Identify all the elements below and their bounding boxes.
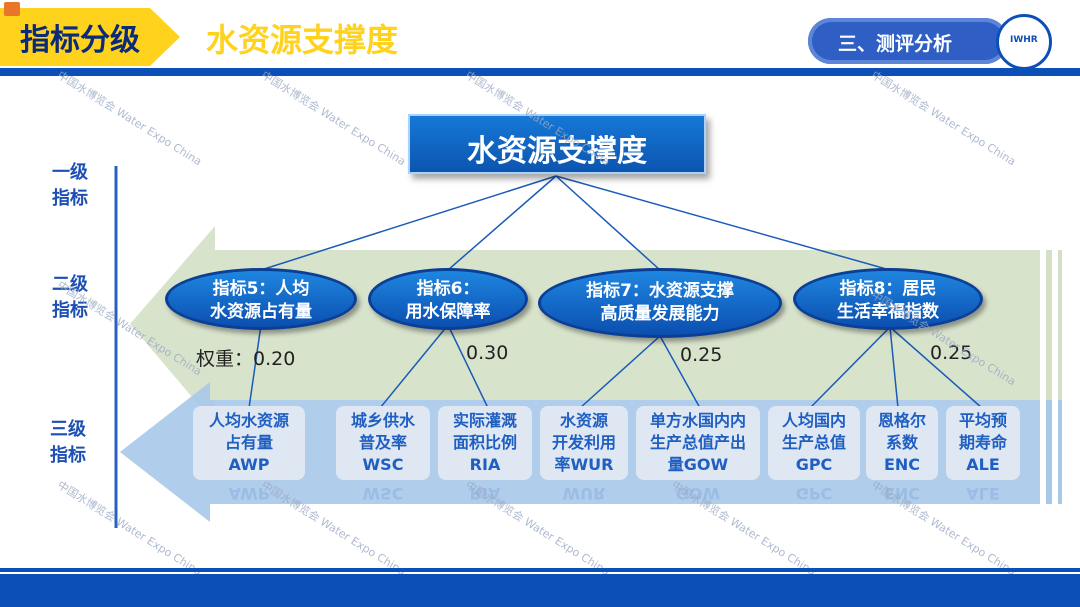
- level2-node-line: 指标5：人均: [212, 279, 310, 299]
- level3-node-line: 占有量: [224, 433, 273, 452]
- level2-band-stripe: [1046, 250, 1052, 400]
- level3-node-label: 人均国内 生产总值 GPC: [768, 410, 860, 476]
- level3-label-line: 指标: [50, 445, 86, 466]
- level2-node-line: 高质量发展能力: [600, 304, 720, 324]
- level2-node-awp: [165, 268, 357, 330]
- level3-node-line: 期寿命: [958, 433, 1007, 452]
- level3-node-awp: [193, 406, 305, 480]
- level1-label: 一级 指标: [40, 160, 100, 212]
- level3-node-line: AWP: [228, 455, 270, 474]
- level3-node-wur: [540, 406, 628, 480]
- level3-node-reflection: ALE: [966, 484, 1000, 503]
- level3-node-line: 人均国内: [781, 411, 846, 430]
- level3-node-gow: [636, 406, 760, 480]
- level2-node-line: 指标7：水资源支撑: [586, 281, 734, 301]
- level3-node-line: ENC: [883, 455, 921, 474]
- weight-label: 0.25: [930, 342, 973, 364]
- slide-menu-icon[interactable]: [4, 2, 20, 16]
- weight-label: 0.30: [466, 342, 509, 364]
- level3-node-line: 生产总值产出: [649, 433, 746, 452]
- level3-label: 三级 指标: [38, 417, 98, 469]
- level3-node-line: 系数: [885, 433, 918, 452]
- weight-label: 权重：0.20: [196, 348, 296, 370]
- level3-node-label: 恩格尔 系数 ENC: [866, 410, 938, 476]
- level2-node-happiness-index: [793, 268, 983, 330]
- page-title: 水资源支撑度: [206, 21, 399, 59]
- level3-node-line: 平均预: [958, 411, 1007, 430]
- level2-node-label: 指标7：水资源支撑 高质量发展能力: [538, 280, 782, 326]
- section-tab: [0, 8, 180, 66]
- level2-node-label: 指标5：人均 水资源占有量: [165, 278, 357, 324]
- level3-label-line: 三级: [50, 419, 86, 440]
- level3-node-line: 人均水资源: [208, 411, 289, 430]
- level3-node-label: 人均水资源 占有量 AWP: [193, 410, 305, 476]
- weight-label: 0.25: [680, 344, 723, 366]
- level3-node-line: 普及率: [358, 433, 407, 452]
- level3-node-line: RIA: [469, 455, 501, 474]
- level2-node-line: 水资源占有量: [210, 302, 312, 322]
- level3-band-stripe: [1058, 400, 1062, 504]
- level3-node-ale: [946, 406, 1020, 480]
- level3-node-reflection: WSC: [362, 484, 404, 503]
- level2-node-line: 生活幸福指数: [837, 302, 939, 322]
- section-pill: [808, 18, 1008, 64]
- level2-label-line: 指标: [52, 300, 88, 321]
- level3-node-line: 恩格尔: [877, 411, 926, 430]
- level2-node-line: 指标8：居民: [839, 279, 937, 299]
- header-divider: [0, 68, 1080, 76]
- level3-band-stripe: [1046, 400, 1052, 504]
- level3-node-wsc: [336, 406, 430, 480]
- root-connectors: [260, 175, 891, 271]
- root-node: [408, 114, 706, 174]
- level3-node-line: 水资源: [559, 411, 608, 430]
- logo-text: IWHR: [1010, 35, 1038, 45]
- footer-stripe: [0, 568, 1080, 572]
- level3-node-line: 实际灌溉: [452, 411, 517, 430]
- level3-node-line: ALE: [966, 455, 1000, 474]
- level2-node-water-security: [368, 268, 528, 330]
- level3-node-label: 平均预 期寿命 ALE: [946, 410, 1020, 476]
- root-node-label: 水资源支撑度: [467, 134, 647, 169]
- level3-node-label: 实际灌溉 面积比例 RIA: [438, 410, 532, 476]
- level2-band-stripe: [1058, 250, 1062, 400]
- level3-node-ria: [438, 406, 532, 480]
- footer-bar: [0, 574, 1080, 607]
- level3-node-enc: [866, 406, 938, 480]
- level3-node-label: 水资源 开发利用 率WUR: [540, 410, 628, 476]
- level3-node-line: 面积比例: [452, 433, 517, 452]
- level3-node-gpc: [768, 406, 860, 480]
- level3-node-line: WSC: [362, 455, 404, 474]
- level2-node-label: 指标8：居民 生活幸福指数: [793, 278, 983, 324]
- level3-node-line: 率WUR: [554, 455, 614, 474]
- level3-node-line: 单方水国内内: [649, 411, 746, 430]
- level3-node-label: 单方水国内内 生产总值产出 量GOW: [636, 410, 760, 476]
- level3-node-line: 生产总值: [781, 433, 846, 452]
- level2-connectors: [248, 324, 983, 409]
- level3-node-line: 城乡供水: [350, 411, 415, 430]
- level3-node-label: 城乡供水 普及率 WSC: [336, 410, 430, 476]
- section-pill-label: 三、测评分析: [838, 33, 953, 55]
- level2-node-line: 指标6：: [416, 279, 480, 299]
- level3-node-reflection: WUR: [562, 484, 606, 503]
- level3-node-line: GPC: [795, 455, 833, 474]
- level2-node-development-support: [538, 268, 782, 338]
- level3-node-reflection: GPC: [795, 484, 833, 503]
- level2-node-label: 指标6： 用水保障率: [368, 278, 528, 324]
- level3-node-line: 量GOW: [667, 455, 729, 474]
- level2-node-line: 用水保障率: [405, 302, 491, 322]
- level1-label-line: 一级: [52, 162, 88, 183]
- level3-node-line: 开发利用: [551, 433, 616, 452]
- level1-label-line: 指标: [52, 188, 88, 209]
- institute-logo-icon: [996, 14, 1052, 70]
- level2-label: 二级 指标: [40, 272, 100, 324]
- section-tab-label: 指标分级: [20, 23, 140, 58]
- level2-label-line: 二级: [52, 274, 88, 295]
